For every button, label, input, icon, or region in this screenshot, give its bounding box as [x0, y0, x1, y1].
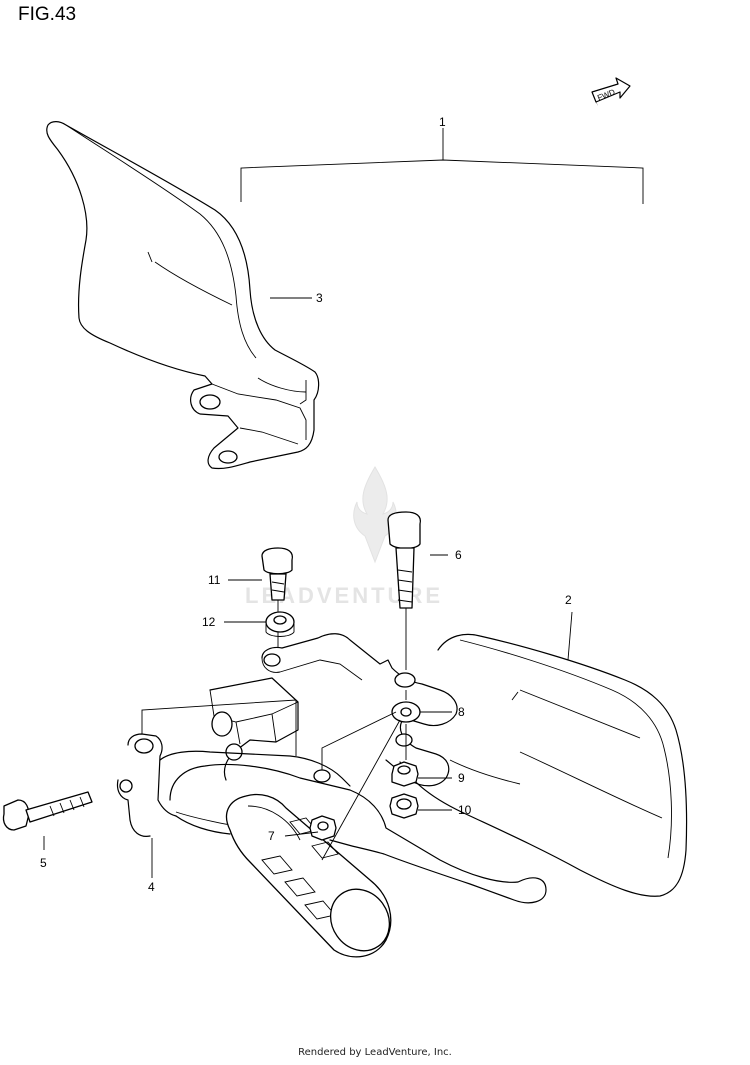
figure-title: FIG.43 — [18, 4, 77, 25]
fwd-arrow-icon: FWD — [591, 77, 631, 106]
footer-credit: Rendered by LeadVenture, Inc. — [298, 1047, 452, 1058]
guard-mounting-bracket — [261, 633, 458, 787]
callout-8: 8 — [458, 705, 465, 719]
bolt-part-5 — [2, 791, 93, 831]
hand-guard-lower — [399, 633, 688, 897]
callout-5: 5 — [40, 856, 47, 870]
handlebar-grip — [225, 793, 392, 958]
callout-1: 1 — [439, 115, 446, 129]
callout-6: 6 — [455, 548, 462, 562]
callout-4: 4 — [148, 880, 155, 894]
hand-guard-upper — [46, 121, 320, 470]
callout-12: 12 — [202, 615, 216, 629]
assembly-bracket-1 — [240, 128, 644, 204]
callout-3: 3 — [316, 291, 323, 305]
callout-7: 7 — [268, 829, 275, 843]
clutch-lever-holder — [116, 677, 351, 837]
callout-labels: 1 2 3 4 5 6 7 8 9 10 11 12 — [40, 115, 572, 894]
nut-part-10 — [389, 793, 419, 819]
washer-part-8 — [391, 701, 421, 723]
callout-11: 11 — [208, 573, 221, 587]
callout-10: 10 — [458, 803, 472, 817]
bolt-part-6 — [387, 511, 422, 609]
bolt-part-11 — [261, 547, 294, 601]
leadventure-logo-watermark — [353, 466, 397, 564]
callout-9: 9 — [458, 771, 465, 785]
leader-lines — [43, 297, 573, 878]
washer-part-12 — [265, 611, 295, 637]
nut-part-9 — [391, 761, 419, 787]
nut-part-7 — [309, 815, 337, 841]
callout-2: 2 — [565, 593, 572, 607]
